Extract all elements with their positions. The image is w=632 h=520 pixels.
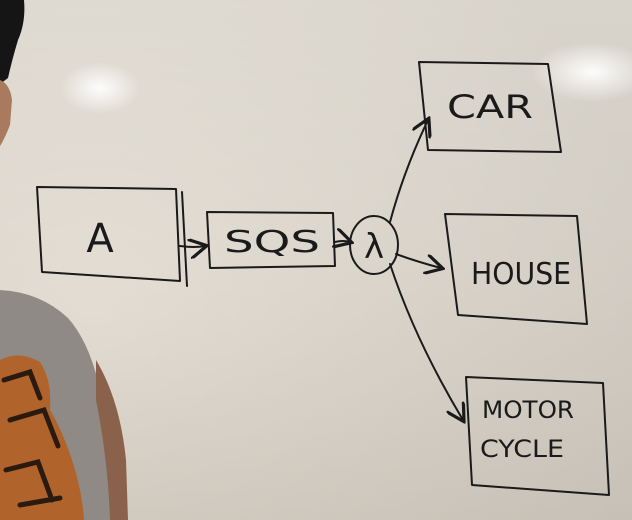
label-motor: MOTOR — [482, 396, 574, 424]
presenter — [0, 0, 128, 520]
arrow-lambda-to-car — [389, 120, 428, 223]
label-lambda: λ — [364, 227, 384, 267]
light-glare-left — [60, 62, 140, 114]
label-house: HOUSE — [471, 257, 571, 292]
shirt-print — [0, 355, 84, 520]
presenter-face — [0, 80, 12, 146]
presenter-hair — [0, 0, 25, 84]
label-a: A — [86, 216, 114, 262]
box-motorcycle — [465, 376, 610, 496]
box-house — [444, 213, 588, 325]
label-cycle: CYCLE — [480, 435, 564, 463]
box-a — [36, 186, 181, 282]
light-glare-right — [532, 42, 632, 102]
arrow-a-to-sqs — [179, 246, 205, 247]
label-sqs: SQS — [224, 225, 320, 260]
box-a-double-edge — [181, 191, 188, 287]
arrow-lambda-to-motorcycle — [389, 263, 463, 420]
presenter-arm — [96, 360, 128, 520]
arrow-sqs-to-lambda — [335, 241, 350, 242]
label-car: CAR — [447, 88, 533, 126]
arrow-lambda-to-house — [395, 253, 441, 268]
shirt-print-stripes — [1, 368, 63, 508]
